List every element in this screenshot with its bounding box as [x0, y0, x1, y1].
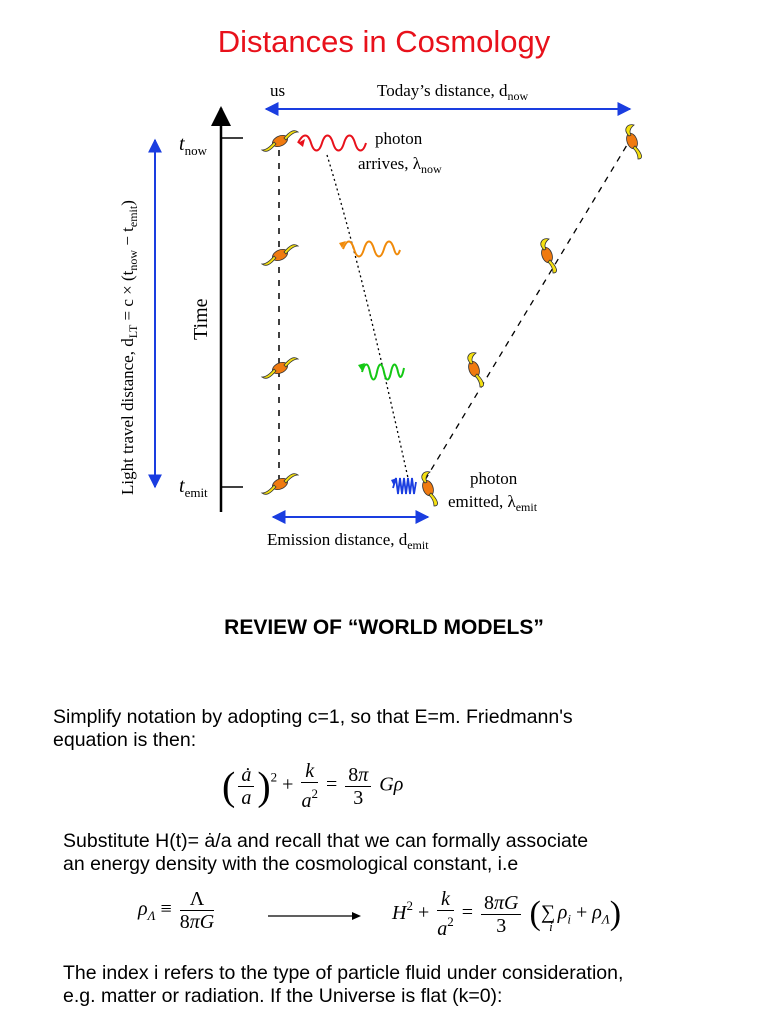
emission-distance-label: Emission distance, demit	[267, 530, 429, 552]
t-now-label: tnow	[179, 133, 208, 158]
us-label: us	[270, 81, 285, 100]
photon-wave-blue	[391, 477, 417, 495]
our-galaxy	[261, 473, 299, 495]
photon-wave-green	[358, 363, 405, 381]
photon-wave-orange	[339, 240, 401, 258]
paragraph-3: The index i refers to the type of partic…	[63, 962, 753, 1008]
section-heading: REVIEW OF “WORLD MODELS”	[224, 616, 544, 639]
today-distance-label: Today’s distance, dnow	[377, 81, 529, 103]
time-axis-label: Time	[190, 298, 212, 340]
photon-path	[326, 154, 409, 479]
paragraph-2: Substitute H(t)= ȧ/a and recall that we …	[63, 830, 753, 876]
photon-emitted-label: photon	[470, 469, 518, 488]
photon-arrives-label: photon	[375, 129, 423, 148]
implies-arrow	[268, 912, 361, 920]
cosmology-distance-diagram: Light travel distance, dLT = c × (tnow −…	[118, 81, 642, 552]
paragraph-2-line-2: an energy density with the cosmological …	[63, 853, 519, 875]
light-travel-label: Light travel distance, dLT = c × (tnow −…	[118, 200, 140, 495]
distant-galaxy	[624, 124, 642, 160]
paragraph-3-line-2: e.g. matter or radiation. If the Univers…	[63, 985, 503, 1007]
photon-emitted-label-2: emitted, λemit	[448, 492, 538, 514]
paragraph-1-line-1: Simplify notation by adopting c=1, so th…	[53, 706, 573, 728]
t-emit-label: temit	[179, 475, 208, 500]
paragraph-1: Simplify notation by adopting c=1, so th…	[53, 706, 743, 752]
photon-wave-red	[297, 134, 367, 152]
distant-galaxy	[420, 471, 438, 507]
distant-galaxy	[539, 238, 557, 274]
distant-worldline	[424, 139, 631, 481]
paragraph-2-line-1: Substitute H(t)= ȧ/a and recall that we …	[63, 830, 589, 852]
paragraph-1-line-2: equation is then:	[53, 729, 197, 751]
our-galaxy	[261, 244, 299, 266]
our-galaxy	[261, 357, 299, 379]
photon-arrives-label-2: arrives, λnow	[358, 154, 442, 176]
page-title: Distances in Cosmology	[217, 24, 551, 59]
paragraph-3-line-1: The index i refers to the type of partic…	[63, 962, 624, 984]
our-galaxy	[261, 130, 299, 152]
distant-galaxy	[466, 352, 484, 388]
